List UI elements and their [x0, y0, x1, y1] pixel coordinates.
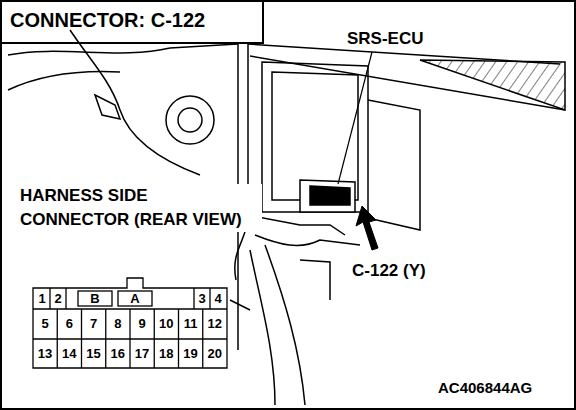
pin-number: 2 — [54, 292, 61, 306]
pin-number: 1 — [38, 292, 45, 306]
pin-number: 8 — [114, 317, 121, 331]
view-note: HARNESS SIDE CONNECTOR (REAR VIEW) — [18, 184, 262, 232]
dashboard-drawing — [8, 30, 565, 405]
pin-number: 20 — [208, 347, 222, 361]
pin-number: 7 — [90, 317, 97, 331]
pin-number: 11 — [184, 317, 198, 331]
pin-number: 16 — [111, 347, 125, 361]
title-box — [1, 1, 263, 43]
connector-name: C-122 (Y) — [350, 262, 428, 281]
pin-number: 12 — [208, 317, 222, 331]
pin-number: 3 — [198, 292, 205, 306]
pin-number: 19 — [183, 347, 197, 361]
figure-code: AC406844AG — [436, 380, 534, 397]
leader-line — [338, 52, 372, 184]
pointer-arrow — [356, 206, 378, 250]
pin-number: 9 — [138, 317, 145, 331]
title: CONNECTOR: C-122 — [10, 9, 205, 31]
pin-number: 14 — [62, 347, 76, 361]
part-name: SRS-ECU — [345, 30, 426, 49]
pin-number: 4 — [214, 292, 221, 306]
pin-number: A — [130, 292, 139, 306]
pin-number: 5 — [41, 317, 48, 331]
pin-number: 13 — [38, 347, 52, 361]
pin-number: 10 — [159, 317, 173, 331]
pin-number: 6 — [66, 317, 73, 331]
pin-number: 18 — [159, 347, 173, 361]
pin-number: 17 — [135, 347, 149, 361]
pin-number: B — [90, 292, 99, 306]
connector-face — [33, 278, 227, 368]
pin-number: 15 — [86, 347, 100, 361]
